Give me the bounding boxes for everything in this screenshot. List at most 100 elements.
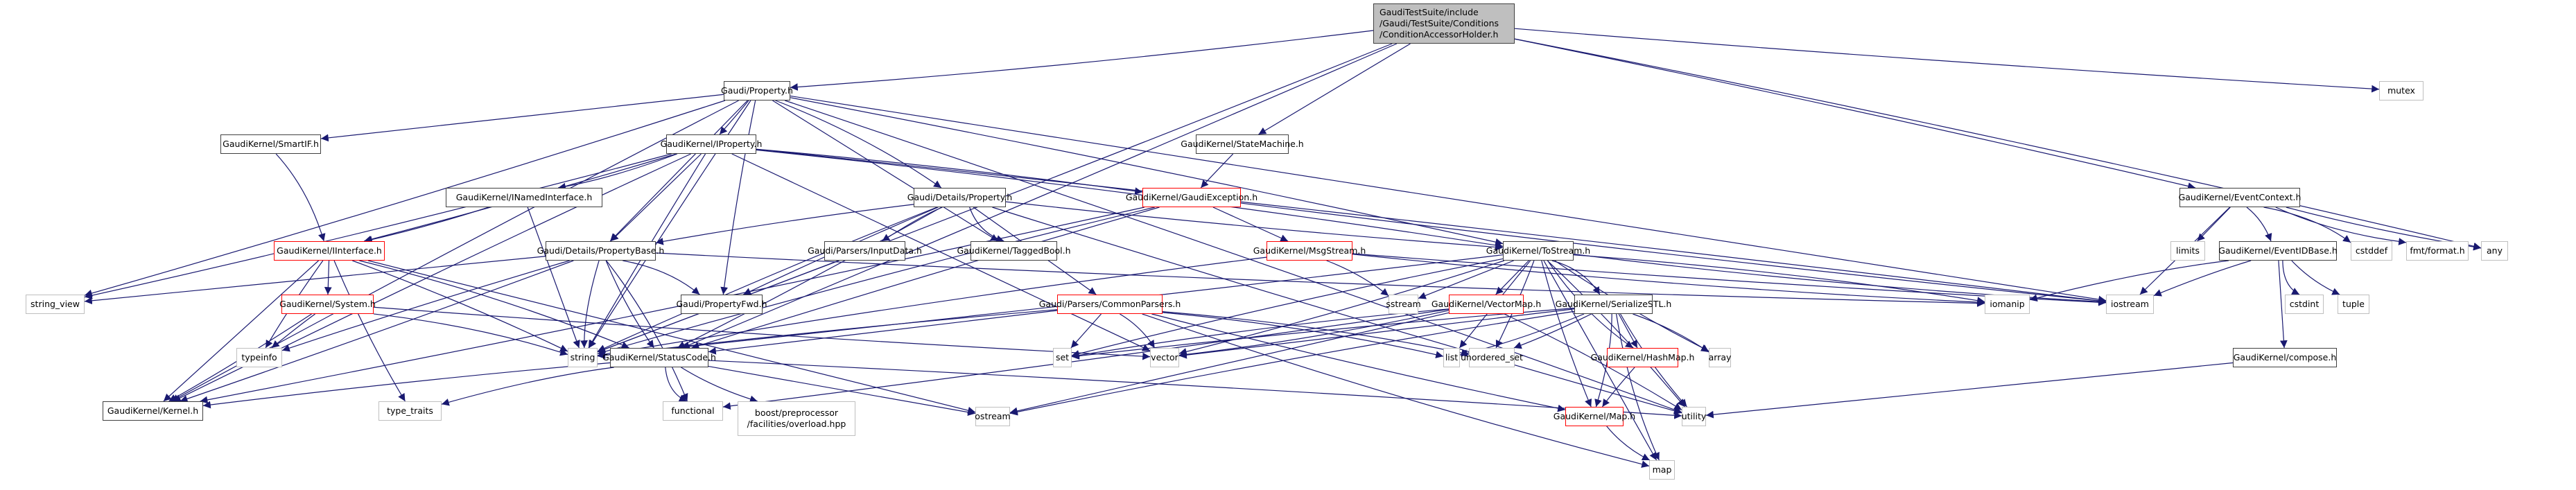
- edge-tostream-to-sstream: [1418, 260, 1514, 299]
- node-commonparsers[interactable]: Gaudi/Parsers/CommonParsers.h: [1039, 295, 1181, 314]
- node-serializestl[interactable]: GaudiKernel/SerializeSTL.h: [1556, 295, 1671, 314]
- edge-serializestl-to-array: [1633, 313, 1709, 353]
- edge-commonparsers-to-unordered_set: [1162, 311, 1470, 357]
- node-propertyfwd[interactable]: Gaudi/PropertyFwd.h: [676, 295, 767, 314]
- node-kernel[interactable]: GaudiKernel/Kernel.h: [103, 401, 203, 421]
- edge-serializestl-to-unordered_set: [1513, 313, 1592, 349]
- node-compose[interactable]: GaudiKernel/compose.h: [2233, 348, 2337, 367]
- edge-system-to-string: [373, 313, 568, 356]
- edge-property-to-iproperty: [719, 100, 749, 135]
- node-inputdata[interactable]: Gaudi/Parsers/InputData.h: [808, 241, 922, 261]
- node-eventcontext[interactable]: GaudiKernel/EventContext.h: [2179, 188, 2301, 207]
- node-map-h[interactable]: GaudiKernel/Map.h: [1554, 407, 1635, 426]
- edge-iinterface-to-statuscode: [359, 260, 629, 349]
- edge-iproperty-to-iostream: [756, 148, 2107, 305]
- edge-eventidbase-to-cstdint: [2282, 260, 2300, 295]
- edge-property-to-iostream: [790, 95, 2107, 304]
- edge-property-to-detailsproperty: [775, 100, 942, 189]
- node-eventidbase[interactable]: GaudiKernel/EventIDBase.h: [2218, 241, 2338, 261]
- node-utility: utility: [1682, 407, 1706, 426]
- node-tuple: tuple: [2338, 295, 2369, 314]
- edge-tostream-to-iomanip: [1573, 254, 1985, 304]
- node-vector: vector: [1150, 348, 1179, 367]
- edge-statuscode-to-boostoverload: [681, 367, 758, 403]
- node-string: string: [568, 348, 598, 367]
- edge-msgstream-to-string: [597, 256, 1267, 358]
- node-map: map: [1649, 460, 1675, 480]
- edge-statuscode-to-functional: [665, 367, 687, 402]
- edge-root-to-eventcontext: [1514, 38, 2196, 190]
- edge-statuscode-to-kernel: [202, 362, 611, 409]
- edge-property-to-tostream: [790, 97, 1504, 246]
- node-boostoverload: boost/preprocessor /facilities/overload.…: [738, 401, 855, 436]
- edge-root-to-statuscode: [681, 43, 1398, 349]
- edge-gaudiexception-to-msgstream: [1212, 207, 1289, 242]
- edge-iproperty-to-propertybase: [610, 153, 702, 242]
- edge-propertybase-to-string_view: [84, 256, 546, 305]
- node-gaudiexception[interactable]: GaudiKernel/GaudiException.h: [1126, 188, 1257, 207]
- node-sstream: sstream: [1386, 295, 1421, 314]
- node-cstddef: cstddef: [2351, 241, 2392, 261]
- edge-tostream-to-serializestl: [1551, 260, 1601, 295]
- edge-eventidbase-to-tuple: [2291, 260, 2340, 295]
- edge-map_h-to-map: [1606, 426, 1651, 461]
- edge-eventcontext-to-eventidbase: [2246, 207, 2272, 242]
- edge-gaudiexception-to-iostream: [1240, 202, 2107, 305]
- edge-root-to-mutex: [1514, 28, 2380, 93]
- node-property[interactable]: Gaudi/Property.h: [721, 81, 793, 100]
- edge-propertybase-to-string: [580, 260, 600, 349]
- edge-commonparsers-to-map_h: [1151, 313, 1566, 412]
- edge-inamedinterface-to-iinterface: [364, 207, 489, 243]
- node-msgstream[interactable]: GaudiKernel/MsgStream.h: [1253, 241, 1366, 261]
- node-system[interactable]: GaudiKernel/System.h: [279, 295, 376, 314]
- node-mutex: mutex: [2379, 81, 2423, 100]
- node-iinterface[interactable]: GaudiKernel/IInterface.h: [274, 241, 385, 261]
- edge-hashmap-to-map_h: [1601, 367, 1635, 408]
- node-list: list: [1443, 348, 1460, 367]
- edge-gaudiexception-to-kernel: [200, 207, 1145, 404]
- node-ostream: ostream: [975, 407, 1011, 426]
- node-statuscode[interactable]: GaudiKernel/StatusCode.h: [602, 348, 716, 367]
- edge-serializestl-to-ostream: [1009, 310, 1575, 416]
- edge-root-to-property: [790, 30, 1374, 91]
- node-vectormap[interactable]: GaudiKernel/VectorMap.h: [1431, 295, 1541, 314]
- node-iproperty[interactable]: GaudiKernel/IProperty.h: [661, 134, 762, 154]
- edge-propertybase-to-kernel: [180, 260, 574, 403]
- edge-vectormap-to-ostream: [1009, 312, 1450, 415]
- node-iomanip: iomanip: [1985, 295, 2030, 314]
- node-cstdint: cstdint: [2285, 295, 2324, 314]
- edge-vectormap-to-functional: [722, 308, 1450, 410]
- node-detailsproperty[interactable]: Gaudi/Details/Property.h: [907, 188, 1012, 207]
- node-propertybase[interactable]: Gaudi/Details/PropertyBase.h: [537, 241, 664, 261]
- edge-statuscode-to-type_traits: [441, 367, 614, 406]
- node-statemachine[interactable]: GaudiKernel/StateMachine.h: [1181, 134, 1304, 154]
- edge-statuscode-to-ostream: [708, 365, 976, 417]
- node-fmtformat: fmt/format.h: [2406, 241, 2469, 261]
- node-tostream[interactable]: GaudiKernel/ToStream.h: [1486, 241, 1590, 261]
- edge-eventidbase-to-iomanip: [2029, 260, 2229, 302]
- node-taggedbool[interactable]: GaudiKernel/TaggedBool.h: [957, 241, 1071, 261]
- edge-iproperty-to-inamedinterface: [557, 153, 678, 191]
- node-any: any: [2481, 241, 2508, 261]
- edge-propertybase-to-statuscode: [605, 260, 654, 349]
- node-inamedinterface[interactable]: GaudiKernel/INamedInterface.h: [446, 188, 602, 207]
- node-limits: limits: [2170, 241, 2205, 261]
- edge-detailsproperty-to-propertybase: [655, 204, 914, 245]
- node-smartif[interactable]: GaudiKernel/SmartIF.h: [220, 134, 321, 154]
- edge-gaudiexception-to-string: [597, 207, 1155, 356]
- edge-tostream-to-string: [597, 254, 1504, 359]
- edge-msgstream-to-iomanip: [1352, 254, 1985, 306]
- edge-propertybase-to-functional: [606, 260, 688, 402]
- edge-vectormap-to-utility: [1504, 313, 1682, 411]
- edge-system-to-vector: [373, 306, 1151, 360]
- edge-iinterface-to-type_traits: [333, 260, 406, 402]
- edge-property-to-utility: [785, 100, 1682, 414]
- edge-eventidbase-to-iostream: [2153, 260, 2252, 297]
- edge-smartif-to-iinterface: [275, 153, 326, 242]
- node-root[interactable]: GaudiTestSuite/include /Gaudi/TestSuite/…: [1373, 3, 1515, 44]
- node-hashmap[interactable]: GaudiKernel/HashMap.h: [1591, 348, 1694, 367]
- edge-eventcontext-to-fmtformat: [2275, 207, 2407, 245]
- edge-tostream-to-vector: [1178, 260, 1505, 356]
- edge-tostream-to-set: [1071, 258, 1504, 358]
- edge-gaudiexception-to-statuscode: [691, 207, 1160, 349]
